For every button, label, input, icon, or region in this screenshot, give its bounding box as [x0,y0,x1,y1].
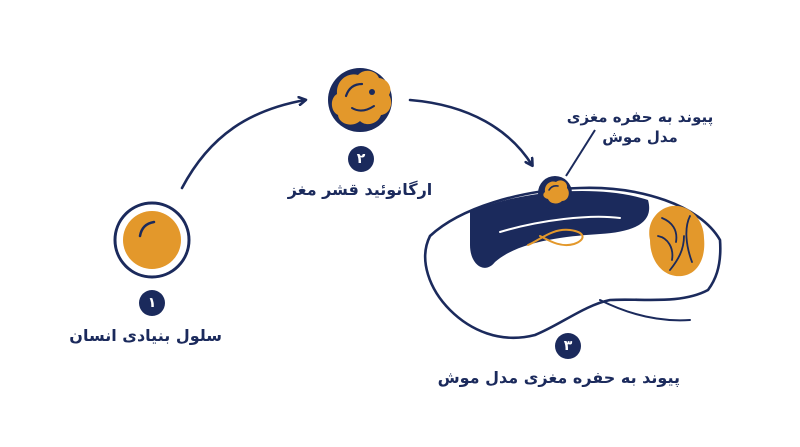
callout-line-2: مدل موش [602,128,678,146]
step-2-label: ارگانوئید قشر مغز [287,180,433,199]
cortical-organoid-icon [328,68,392,132]
mouse-brain-icon [423,186,722,340]
arrow-organoid-to-mouse-brain [408,98,532,165]
callout-line-1: پیوند به حفره مغزی [566,108,714,126]
step-2-badge: ۲ [348,146,374,172]
callout-leader-line [565,129,596,177]
cerebellum-icon [649,205,705,277]
step-1-badge: ۱ [139,290,165,316]
stem-cell-icon [113,201,191,279]
step-1-label: سلول بنیادی انسان [69,326,222,345]
step-3-badge: ۳ [555,333,581,359]
transplanted-organoid-icon [538,176,572,210]
arrow-stem-cell-to-organoid [180,100,305,190]
step-3-label: پیوند به حفره مغزی مدل موش [437,368,680,387]
